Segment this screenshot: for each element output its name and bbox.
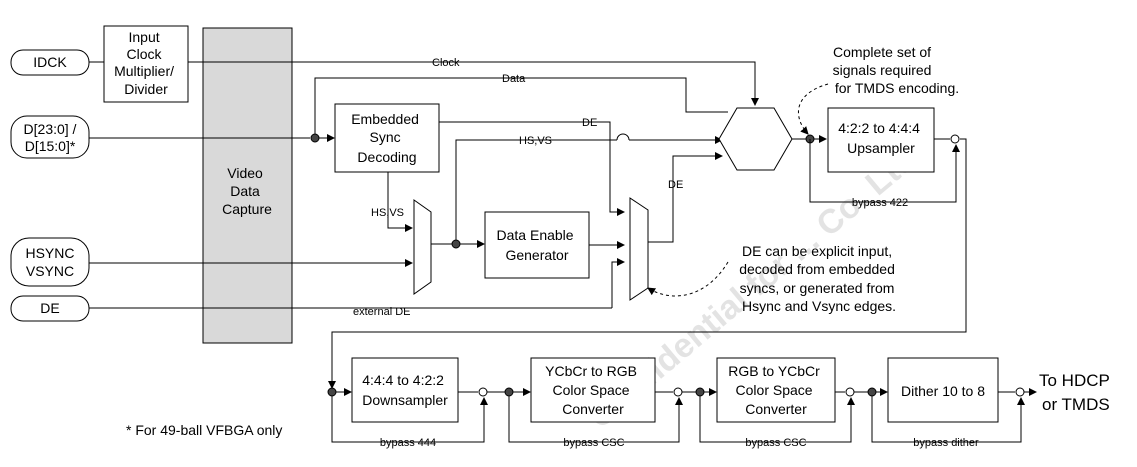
data-enable-generator-block: Data Enable Generator bbox=[484, 211, 590, 279]
de-signal-label-2: DE bbox=[668, 179, 683, 191]
svg-text:Input Clock Multip: Input Clock Multiplier/ Divider bbox=[114, 29, 178, 97]
svg-text:D[15:0]*: D[15:0]* bbox=[25, 138, 76, 154]
svg-text:4:4:4 to 4:2:2 Downsampl: 4:4:4 to 4:2:2 Downsampler bbox=[362, 372, 448, 408]
bypass-444-label: bypass 444 bbox=[380, 437, 436, 449]
video-capture-label: Video Data Capture bbox=[222, 165, 272, 217]
svg-text:VSYNC: VSYNC bbox=[26, 263, 74, 279]
mux-de-select bbox=[629, 197, 649, 301]
svg-text:DE: DE bbox=[40, 300, 59, 316]
input-idck: IDCK bbox=[10, 49, 90, 76]
footnote: * For 49-ball VFBGA only bbox=[126, 422, 282, 438]
embedded-sync-decoding-block: Embedded Sync Decoding bbox=[334, 103, 440, 173]
de-note: DE can be explicit input, decoded from e… bbox=[739, 243, 899, 314]
external-de-label: external DE bbox=[353, 306, 410, 318]
data-signal-label: Data bbox=[502, 73, 526, 85]
hsvs-signal-label-2: HS,VS bbox=[519, 135, 552, 147]
bypass-422-label: bypass 422 bbox=[852, 197, 908, 209]
svg-text:IDCK: IDCK bbox=[33, 54, 67, 70]
svg-text:Dither 10 to 8: Dither 10 to 8 bbox=[901, 383, 985, 399]
clock-multiplier-block: Input Clock Multiplier/ Divider bbox=[103, 25, 189, 103]
svg-text:HSYNC: HSYNC bbox=[25, 245, 74, 261]
input-de: DE bbox=[10, 295, 90, 322]
signal-combiner bbox=[718, 107, 793, 171]
tmds-note: Complete set of signals required for TMD… bbox=[833, 44, 959, 96]
de-signal-label-1: DE bbox=[582, 117, 597, 129]
input-hsync-vsync: HSYNC VSYNC bbox=[10, 237, 90, 287]
output-label: To HDCP or TMDS bbox=[1039, 371, 1114, 414]
bypass-csc-label-1: bypass CSC bbox=[563, 437, 624, 449]
svg-text:D[23:0] /: D[23:0] / bbox=[24, 121, 77, 137]
csc-rgb-to-ycbcr-block: RGB to YCbCr Color Space Converter bbox=[716, 357, 836, 423]
svg-text:YCbCr to RGB Color Space: YCbCr to RGB Color Space Converter bbox=[545, 363, 641, 417]
input-data-bus: D[23:0] / D[15:0]* bbox=[10, 115, 90, 159]
svg-text:RGB to YCbCr Color Space: RGB to YCbCr Color Space Converter bbox=[728, 363, 823, 417]
video-capture-block bbox=[202, 27, 293, 344]
svg-text:Data Enable Generator: Data Enable Generator bbox=[497, 227, 578, 263]
mux-sync-select bbox=[413, 199, 432, 295]
upsampler-block: 4:2:2 to 4:4:4 Upsampler bbox=[827, 107, 935, 173]
bypass-csc-label-2: bypass CSC bbox=[745, 437, 806, 449]
clock-signal-label: Clock bbox=[432, 57, 460, 69]
dither-block: Dither 10 to 8 bbox=[887, 357, 999, 423]
bypass-dither-label: bypass dither bbox=[913, 437, 979, 449]
csc-ycbcr-to-rgb-block: YCbCr to RGB Color Space Converter bbox=[530, 357, 656, 423]
hsvs-signal-label-1: HS,VS bbox=[371, 207, 404, 219]
svg-text:4:2:2 to 4:4:4 Upsampler: 4:2:2 to 4:4:4 Upsampler bbox=[838, 120, 924, 156]
svg-text:Embedded Sync Deco: Embedded Sync Decoding bbox=[351, 111, 423, 165]
downsampler-block: 4:4:4 to 4:2:2 Downsampler bbox=[351, 357, 459, 423]
